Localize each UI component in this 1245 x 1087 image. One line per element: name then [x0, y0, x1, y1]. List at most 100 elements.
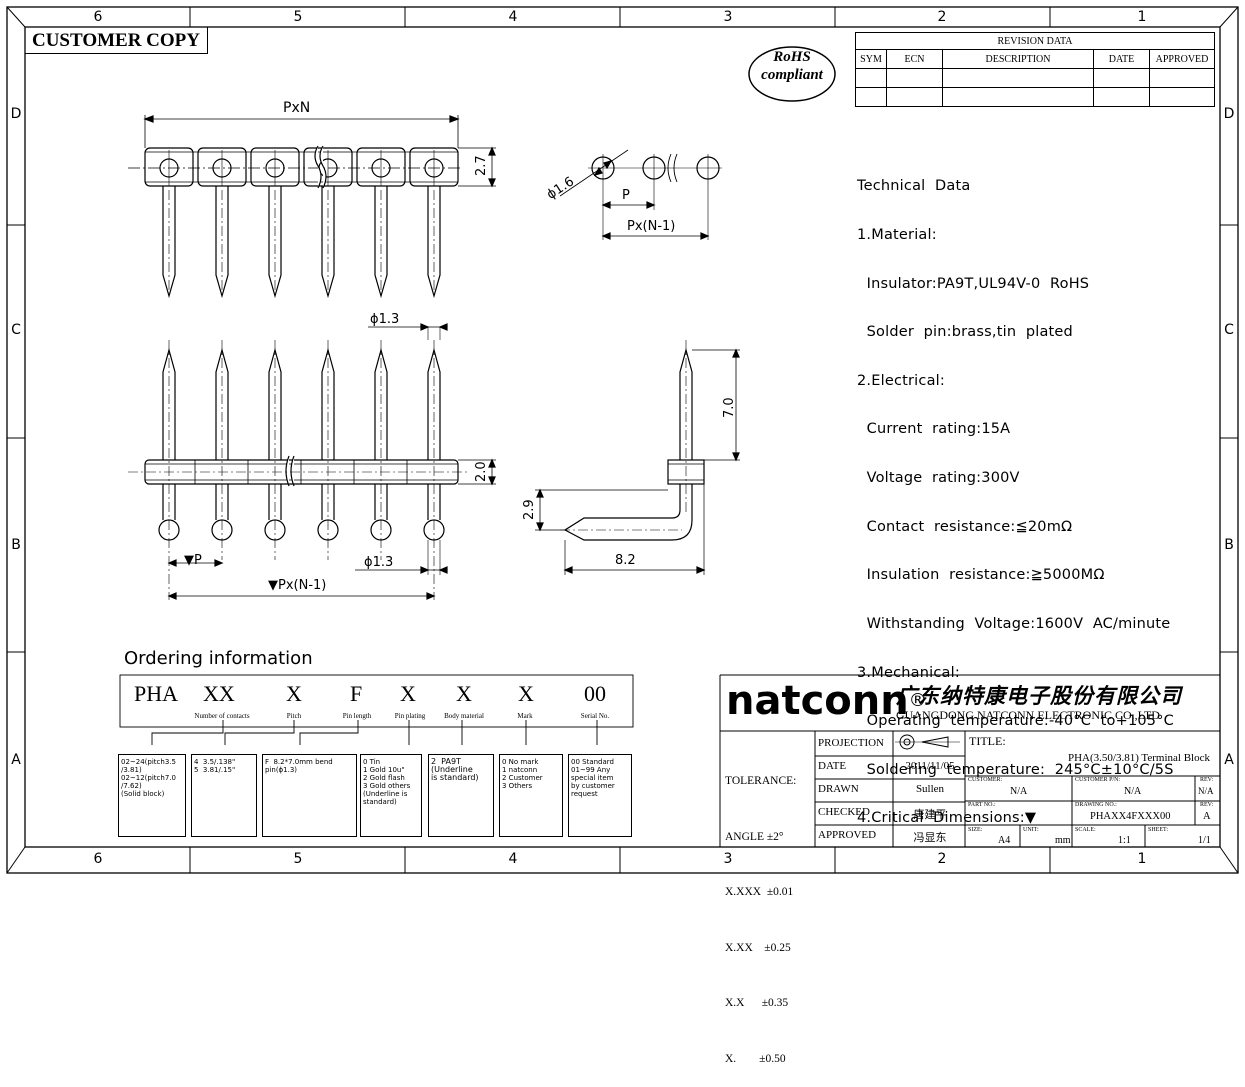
- approved-label: APPROVED: [818, 829, 877, 841]
- dim-phi-1-3-top: ϕ1.3: [370, 312, 400, 327]
- frame-row-d-right: D: [1223, 106, 1235, 122]
- ordering-sub-serial: Serial No.: [580, 712, 610, 720]
- rohs-compliant-label: RoHS compliant: [746, 48, 838, 84]
- frame-col-3-top: 3: [723, 9, 733, 25]
- drawing-title: PHA(3.50/3.81) Terminal Block: [1067, 752, 1210, 764]
- ordering-sub-pin-length: Pin length: [342, 712, 372, 720]
- logo-reg: ®: [908, 690, 927, 711]
- technical-data: Technical Data 1.Material: Insulator:PA9…: [857, 146, 1174, 843]
- revision-table: REVISION DATA SYM ECN DESCRIPTION DATE A…: [855, 32, 1215, 107]
- option-plating: 0 Tin 1 Gold 10u" 2 Gold flash 3 Gold ot…: [360, 754, 422, 837]
- date-value: 2011/11/05: [905, 760, 955, 772]
- customer-copy-stamp: CUSTOMER COPY: [25, 27, 208, 54]
- tech-line: Solder pin:brass,tin plated: [857, 324, 1073, 341]
- rev-top-label: REV:: [1200, 777, 1214, 783]
- tech-line: 3.Mechanical:: [857, 664, 960, 681]
- ordering-code-pha: PHA: [134, 681, 179, 706]
- frame-col-4-bottom: 4: [508, 851, 518, 867]
- frame-col-6-top: 6: [93, 9, 103, 25]
- frame-row-c-right: C: [1224, 322, 1234, 338]
- title-label: TITLE:: [969, 734, 1006, 748]
- rev-top-value: N/A: [1198, 786, 1214, 796]
- ordering-code-body: X: [456, 681, 472, 706]
- size-label: SIZE:: [968, 827, 983, 833]
- tech-line: Soldering temperature: 245°C±10°C/5S: [857, 761, 1174, 778]
- unit-value: mm: [1055, 835, 1071, 846]
- tolerance-block: TOLERANCE: ANGLE ±2° X.XXX ±0.01 X.XX ±0…: [725, 735, 796, 1087]
- ordering-code-box: PHA XX Number of contacts X Pitch F Pin …: [120, 675, 633, 727]
- checked-value: 唐建平: [913, 809, 947, 821]
- pitch-detail: [559, 149, 722, 240]
- tech-line: Insulation resistance:≧5000MΩ: [857, 567, 1105, 584]
- rev-label: REV:: [1200, 802, 1214, 808]
- side-view-bent-pin: [535, 340, 740, 575]
- ordering-sub-contacts: Number of contacts: [194, 712, 250, 720]
- rohs-line2: compliant: [761, 67, 823, 83]
- natconn-logo: natconn®: [726, 676, 927, 726]
- tolerance-line: X.XXX ±0.01: [725, 886, 794, 898]
- approved-value: 冯显东: [913, 832, 947, 844]
- dim-2-9: 2.9: [522, 499, 537, 520]
- rohs-ellipse: [748, 46, 836, 102]
- tech-line: 1.Material:: [857, 227, 937, 244]
- top-view-connector: [128, 115, 496, 299]
- frame-col-5-bottom: 5: [293, 851, 303, 867]
- tech-line: Operating temperature:-40°C to+105°C: [857, 713, 1174, 730]
- ordering-sub-mark: Mark: [517, 712, 533, 720]
- dim-pn1-top: Px(N-1): [627, 219, 676, 234]
- tech-line: 2.Electrical:: [857, 372, 945, 389]
- frame-col-6-bottom: 6: [93, 851, 103, 867]
- dim-tri-pn1: ▼Px(N-1): [268, 578, 327, 593]
- frame-col-3-bottom: 3: [723, 851, 733, 867]
- dim-tri-p: ▼P: [184, 553, 202, 568]
- sheet-value: 1/1: [1198, 835, 1211, 846]
- projection-label: PROJECTION: [818, 737, 885, 749]
- company-name-cn: 广东纳特康电子股份有限公司: [896, 684, 1182, 708]
- customer-value: N/A: [1010, 786, 1028, 797]
- scale-value: 1:1: [1118, 835, 1131, 846]
- ordering-sub-plating: Pin plating: [394, 712, 426, 720]
- size-value: A4: [998, 835, 1011, 846]
- dim-2-0: 2.0: [474, 461, 489, 482]
- dim-p: P: [622, 188, 630, 203]
- frame-row-a-left: A: [11, 752, 21, 768]
- customer-label: CUSTOMER:: [968, 777, 1003, 783]
- dim-8-2: 8.2: [615, 553, 636, 568]
- option-body: 2 PA9T (Underline is standard): [428, 754, 494, 837]
- checked-label: CHECKED: [818, 806, 870, 818]
- ordering-code-pitch: X: [286, 681, 302, 706]
- tech-line: Voltage rating:300V: [857, 470, 1020, 487]
- technical-drawing: [119, 115, 1220, 847]
- frame-col-2-bottom: 2: [937, 851, 947, 867]
- frame-row-b-right: B: [1224, 537, 1234, 553]
- frame-col-1-top: 1: [1137, 9, 1147, 25]
- frame-col-4-top: 4: [508, 9, 518, 25]
- frame-row-c-left: C: [11, 322, 21, 338]
- tech-line: Current rating:15A: [857, 421, 1011, 438]
- frame-col-2-top: 2: [937, 9, 947, 25]
- tech-line: Contact resistance:≦20mΩ: [857, 518, 1073, 535]
- option-pitch: 4 3.5/.138" 5 3.81/.15": [191, 754, 257, 837]
- tech-line: 4.Critical Dimensions:▼: [857, 810, 1037, 827]
- tolerance-line: X. ±0.50: [725, 1052, 786, 1065]
- frame-row-d-left: D: [10, 106, 22, 122]
- dim-phi-1-3-bottom: ϕ1.3: [364, 555, 394, 570]
- ordering-code-pin-length: F: [350, 681, 363, 706]
- frame-col-1-bottom: 1: [1137, 851, 1147, 867]
- unit-label: UNIT:: [1023, 827, 1039, 833]
- option-serial: 00 Standard 01~99 Any special item by cu…: [568, 754, 632, 837]
- ordering-code-contacts: XX: [203, 681, 235, 706]
- frame-row-a-right: A: [1224, 752, 1234, 768]
- scale-label: SCALE:: [1075, 827, 1096, 833]
- drawing-frame: [6, 6, 1239, 874]
- option-contacts: 02~24(pitch3.5 /3.81) 02~12(pitch7.0 /7.…: [118, 754, 186, 837]
- sheet-label: SHEET:: [1148, 827, 1169, 833]
- tolerance-line: TOLERANCE:: [725, 775, 797, 787]
- rev-value: A: [1203, 811, 1211, 822]
- tolerance-line: X.X ±0.35: [725, 997, 789, 1009]
- tech-line: Withstanding Voltage:1600V AC/minute: [857, 615, 1171, 632]
- frame-col-5-top: 5: [293, 9, 303, 25]
- customer-pn-label: CUSTOMER P/N:: [1075, 777, 1121, 783]
- ordering-sub-body: Body material: [444, 712, 484, 720]
- option-mark: 0 No mark 1 natconn 2 Customer 3 Others: [499, 754, 563, 837]
